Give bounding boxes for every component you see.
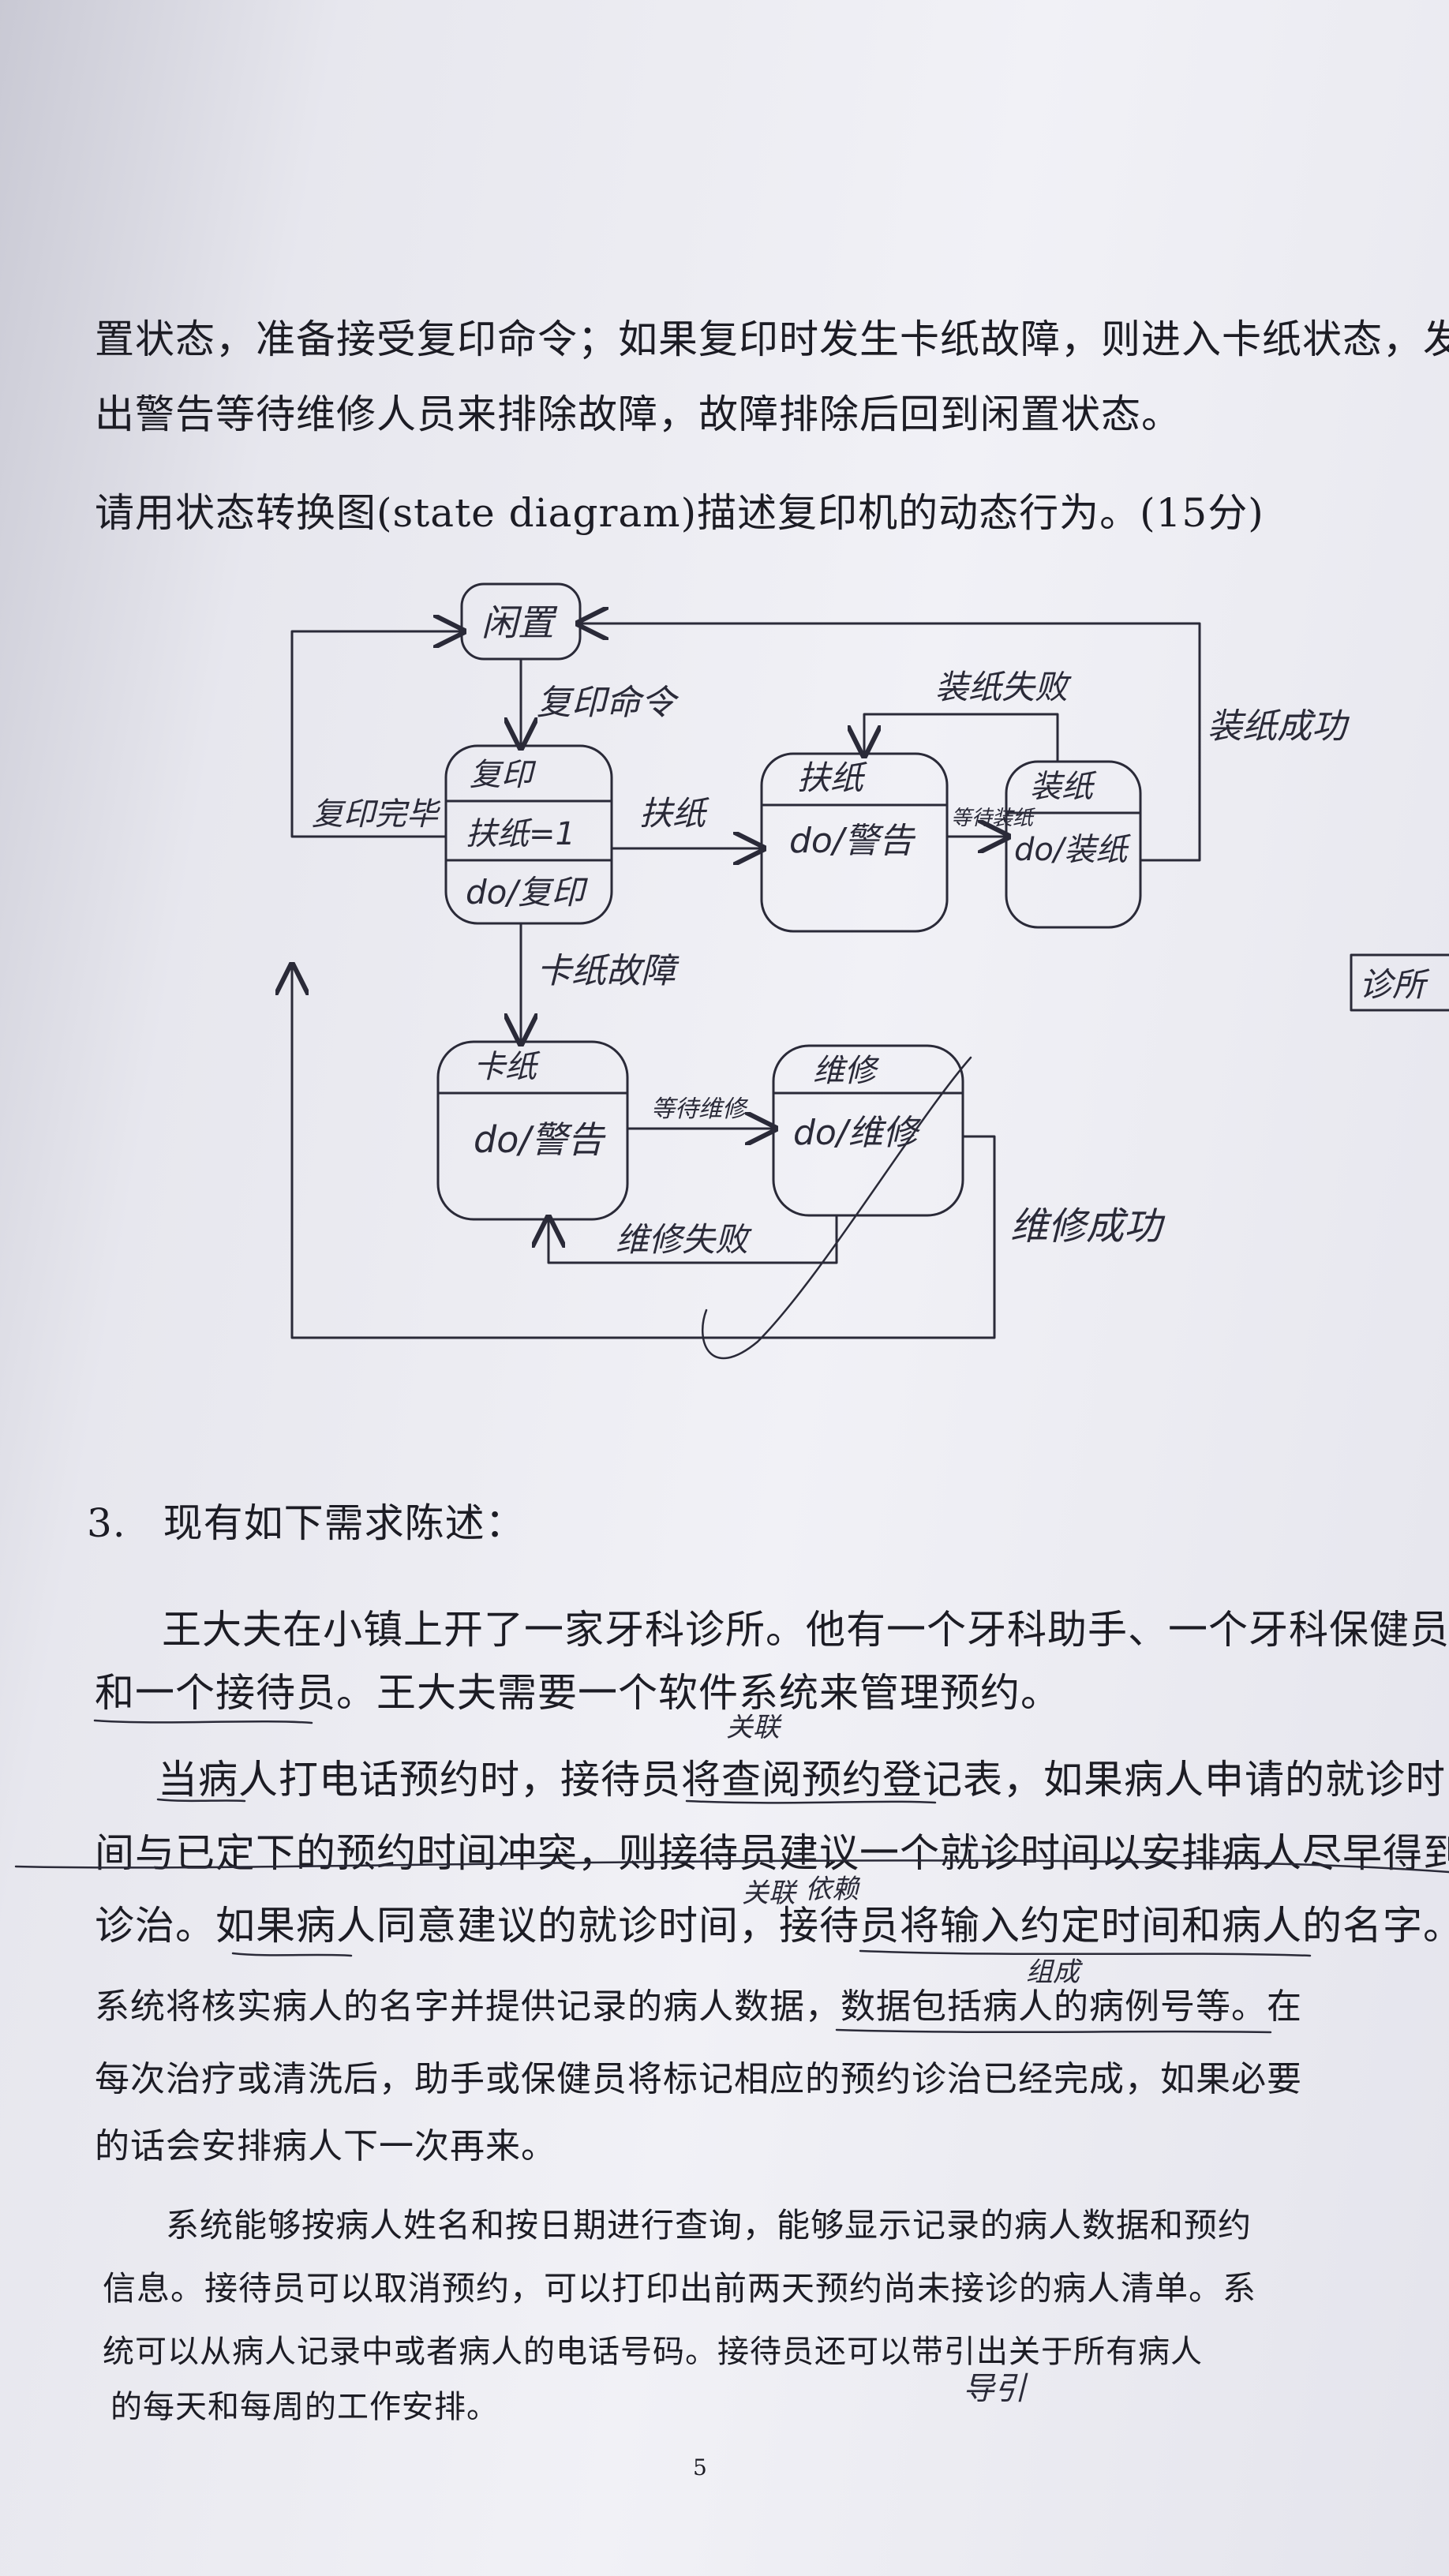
annotation-composition: 组成 bbox=[1026, 1956, 1084, 1988]
page-number: 5 bbox=[693, 2454, 707, 2481]
body-line: 信息。接待员可以取消预约，可以打印出前两天预约尚未接诊的病人清单。系 bbox=[103, 2269, 1257, 2308]
state-copy-action: do/复印 bbox=[466, 873, 589, 912]
state-loading-action: do/装纸 bbox=[1014, 832, 1131, 868]
body-line: 每次治疗或清洗后，助手或保健员将标记相应的预约诊治已经完成，如果必要 bbox=[95, 2059, 1302, 2099]
annotation-note: 导引 bbox=[963, 2371, 1028, 2407]
annotation-dependency: 依赖 bbox=[805, 1874, 861, 1905]
margin-note-box bbox=[1350, 953, 1449, 1012]
section-heading: 3. 现有如下需求陈述： bbox=[87, 1500, 526, 1547]
arrow-repair-ok bbox=[292, 967, 996, 1339]
label-load-ok: 装纸成功 bbox=[1208, 706, 1350, 747]
section-title: 现有如下需求陈述： bbox=[163, 1500, 526, 1546]
annotation-relation-2: 关联 bbox=[742, 1878, 798, 1909]
body-line: 当病人打电话预约时，接待员将查阅预约登记表，如果病人申请的就诊时 bbox=[158, 1757, 1446, 1803]
body-line: 和一个接待员。王大夫需要一个软件系统来管理预约。 bbox=[95, 1670, 1061, 1716]
question-line: 请用状态转换图(state diagram)描述复印机的动态行为。(15分) bbox=[95, 490, 1264, 536]
label-copy-command: 复印命令 bbox=[537, 683, 680, 723]
arrow-load-fail bbox=[864, 713, 1059, 763]
label-jam-fault: 卡纸故障 bbox=[537, 951, 680, 991]
intro-line-2: 出警告等待维修人员来排除故障，故障排除后回到闲置状态。 bbox=[95, 391, 1181, 437]
label-wait-load: 等待装纸 bbox=[951, 807, 1036, 830]
margin-note: 诊所 bbox=[1359, 965, 1430, 1004]
body-line: 王大夫在小镇上开了一家牙科诊所。他有一个牙科助手、一个牙科保健员 bbox=[162, 1607, 1449, 1653]
label-load-fail: 装纸失败 bbox=[935, 668, 1072, 706]
state-jam-label: 卡纸 bbox=[474, 1049, 541, 1085]
state-jam-action: do/警告 bbox=[474, 1118, 606, 1161]
arrow-load-ok bbox=[580, 623, 1201, 862]
body-line: 系统能够按病人姓名和按日期进行查询，能够显示记录的病人数据和预约 bbox=[166, 2206, 1252, 2245]
state-copy-label: 复印 bbox=[470, 757, 537, 793]
body-line: 间与已定下的预约时间冲突，则接待员建议一个就诊时间以安排病人尽早得到 bbox=[95, 1830, 1449, 1876]
arrow-repair-fail bbox=[549, 1214, 838, 1264]
state-repair-action: do/维修 bbox=[793, 1113, 922, 1153]
label-repair-ok: 维修成功 bbox=[1010, 1204, 1166, 1249]
label-repair-fail: 维修失败 bbox=[616, 1220, 752, 1259]
state-paper-out-action: do/警告 bbox=[789, 821, 916, 861]
label-paper-out: 扶纸 bbox=[639, 794, 710, 833]
body-line: 系统将核实病人的名字并提供记录的病人数据，数据包括病人的病例号等。在 bbox=[95, 1986, 1302, 2027]
state-loading-label: 装纸 bbox=[1030, 769, 1097, 805]
body-line: 统可以从病人记录中或者病人的电话号码。接待员还可以带引出关于所有病人 bbox=[103, 2334, 1203, 2370]
body-line: 的话会安排病人下一次再来。 bbox=[95, 2126, 556, 2166]
annotation-relation: 关联 bbox=[726, 1712, 782, 1743]
arrow-copy-done bbox=[290, 631, 462, 838]
intro-line-1: 置状态，准备接受复印命令；如果复印时发生卡纸故障，则进入卡纸状态，发 bbox=[95, 316, 1449, 362]
label-wait-repair: 等待维修 bbox=[651, 1095, 749, 1123]
body-line: 的每天和每周的工作安排。 bbox=[110, 2389, 499, 2425]
state-repair-label: 维修 bbox=[813, 1053, 880, 1089]
state-copy-var: 扶纸=1 bbox=[466, 816, 575, 852]
state-paper-out-label: 扶纸 bbox=[797, 758, 867, 797]
label-copy-done: 复印完毕 bbox=[312, 796, 441, 833]
state-idle-label: 闲置 bbox=[481, 601, 558, 644]
section-number: 3. bbox=[87, 1500, 126, 1546]
body-line: 诊治。如果病人同意建议的就诊时间，接待员将输入约定时间和病人的名字。 bbox=[95, 1903, 1449, 1949]
